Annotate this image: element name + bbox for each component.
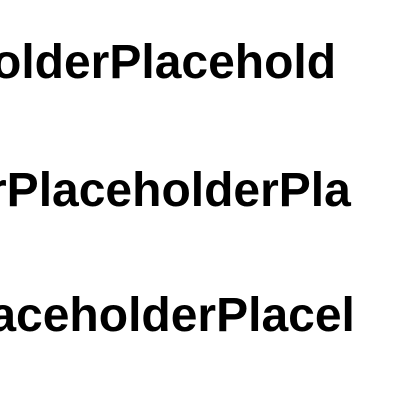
placeholder-text-line-3: laceholderPlacel <box>0 289 355 342</box>
placeholder-text-line-1: olderPlacehold <box>0 36 337 89</box>
placeholder-text-line-2: rPlaceholderPla <box>0 164 351 217</box>
